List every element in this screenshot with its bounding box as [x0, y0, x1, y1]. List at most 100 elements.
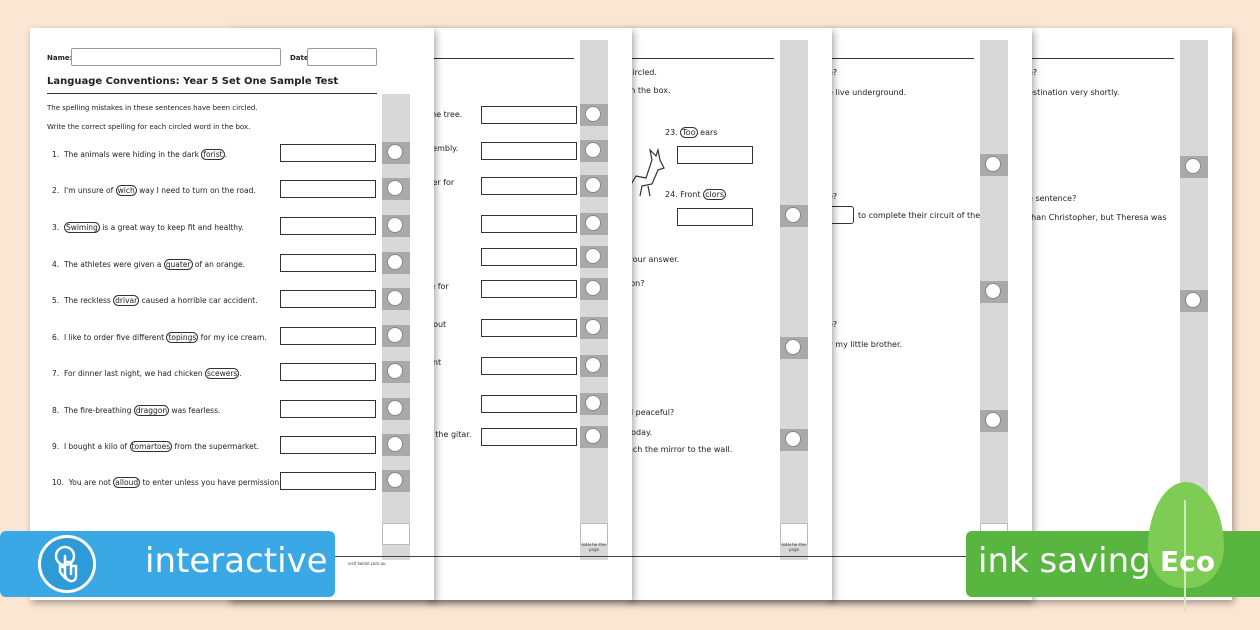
answer-box[interactable] — [481, 106, 577, 124]
mark-circle[interactable] — [980, 281, 1008, 303]
page-total-box[interactable] — [382, 523, 410, 545]
text-fragment: ach the mirror to the wall. — [628, 445, 733, 454]
date-label: Date: — [290, 54, 312, 62]
answer-box[interactable] — [280, 436, 376, 454]
answer-box[interactable] — [481, 280, 577, 298]
page-total-box[interactable] — [780, 523, 808, 545]
circled-word: forist — [201, 149, 225, 160]
question-number: 23. — [665, 128, 678, 137]
total-label: total for this page — [781, 542, 807, 552]
question-row: 3. Swiming is a great way to keep fit an… — [52, 222, 244, 233]
name-field[interactable] — [71, 48, 281, 66]
mark-circle[interactable] — [382, 252, 410, 274]
mark-circle[interactable] — [382, 470, 410, 492]
answer-box[interactable] — [677, 146, 753, 164]
answer-box[interactable] — [280, 400, 376, 418]
text-fragment: in the box. — [628, 86, 671, 95]
answer-box[interactable] — [481, 248, 577, 266]
mark-circle[interactable] — [780, 205, 808, 227]
mark-circle[interactable] — [580, 246, 608, 268]
question-row: 8. The fire-breathing draggon was fearle… — [52, 405, 221, 416]
eco-label: Eco — [1160, 545, 1215, 578]
question-number: 24. — [665, 190, 678, 199]
question-row: 2. I'm unsure of wich way I need to turn… — [52, 185, 256, 196]
page-total-box[interactable] — [580, 523, 608, 545]
text-fragment: e? — [828, 68, 838, 77]
mark-circle[interactable] — [1180, 290, 1208, 312]
mark-circle[interactable] — [382, 288, 410, 310]
mark-circle[interactable] — [980, 410, 1008, 432]
mark-circle[interactable] — [382, 325, 410, 347]
interactive-label: interactive — [145, 541, 328, 581]
question-row: 6. I like to order five different toping… — [52, 332, 267, 343]
answer-box[interactable] — [481, 177, 577, 195]
question-row: 10. You are not alloud to enter unless y… — [52, 477, 282, 488]
answer-box[interactable] — [481, 357, 577, 375]
mark-circle[interactable] — [382, 178, 410, 200]
mark-circle[interactable] — [780, 337, 808, 359]
footer-url: visit twinkl.com.au — [348, 561, 386, 566]
answer-box[interactable] — [481, 142, 577, 160]
mark-circle[interactable] — [580, 104, 608, 126]
circled-word: clors — [703, 189, 727, 200]
answer-box[interactable] — [280, 290, 376, 308]
circled-word: topings — [166, 332, 199, 343]
answer-box[interactable] — [677, 208, 753, 226]
mark-circle[interactable] — [580, 426, 608, 448]
text-fragment: sembly. — [428, 144, 459, 153]
text-fragment: circled. — [628, 68, 657, 77]
text-fragment: e? — [1028, 68, 1038, 77]
interactive-badge: interactive — [0, 531, 335, 597]
text-fragment: than Christopher, but Theresa was — [1028, 213, 1167, 222]
text-fragment: estination very shortly. — [1028, 88, 1120, 97]
answer-box[interactable] — [481, 395, 577, 413]
circled-word: Too — [680, 127, 698, 138]
mark-circle[interactable] — [382, 142, 410, 164]
answer-box[interactable] — [280, 180, 376, 198]
mark-circle[interactable] — [580, 355, 608, 377]
total-label: total for this page — [581, 542, 607, 552]
mark-circle[interactable] — [980, 154, 1008, 176]
answer-box[interactable] — [280, 217, 376, 235]
text-fragment: e live underground. — [828, 88, 907, 97]
mark-circle[interactable] — [580, 278, 608, 300]
mark-circle[interactable] — [382, 361, 410, 383]
mark-circle[interactable] — [580, 393, 608, 415]
answer-box[interactable] — [280, 254, 376, 272]
text-fragment: e? — [828, 192, 838, 201]
mark-circle[interactable] — [382, 398, 410, 420]
question-row: 7. For dinner last night, we had chicken… — [52, 368, 242, 379]
text-fragment: ont — [428, 358, 442, 367]
instruction-text: The spelling mistakes in these sentences… — [47, 104, 258, 112]
answer-box[interactable] — [280, 363, 376, 381]
marking-strip — [580, 40, 608, 560]
question-row: 4. The athletes were given a quater of a… — [52, 259, 246, 270]
question-row: 1. The animals were hiding in the dark f… — [52, 149, 227, 160]
answer-box[interactable] — [280, 472, 376, 490]
touch-hand-icon — [38, 535, 96, 593]
page-title: Language Conventions: Year 5 Set One Sam… — [47, 76, 339, 87]
circled-word: tomartoes — [129, 441, 173, 452]
mark-circle[interactable] — [580, 175, 608, 197]
marking-strip — [780, 40, 808, 560]
mark-circle[interactable] — [580, 317, 608, 339]
worksheet-page-1: Name: Date: Language Conventions: Year 5… — [30, 28, 434, 600]
date-field[interactable] — [307, 48, 377, 66]
mark-circle[interactable] — [382, 434, 410, 456]
mark-circle[interactable] — [382, 215, 410, 237]
question-text: ears — [697, 128, 718, 137]
answer-box[interactable] — [280, 327, 376, 345]
donkey-illustration-icon — [629, 147, 665, 197]
answer-box[interactable] — [481, 319, 577, 337]
text-fragment: d peaceful? — [628, 408, 675, 417]
answer-box[interactable] — [481, 215, 577, 233]
text-fragment: today. — [628, 428, 653, 437]
mark-circle[interactable] — [580, 213, 608, 235]
mark-circle[interactable] — [780, 429, 808, 451]
mark-circle[interactable] — [580, 140, 608, 162]
answer-box[interactable] — [481, 428, 577, 446]
text-fragment: ller for — [428, 178, 455, 187]
answer-box[interactable] — [280, 144, 376, 162]
mark-circle[interactable] — [1180, 156, 1208, 178]
circled-word: quater — [163, 259, 193, 270]
